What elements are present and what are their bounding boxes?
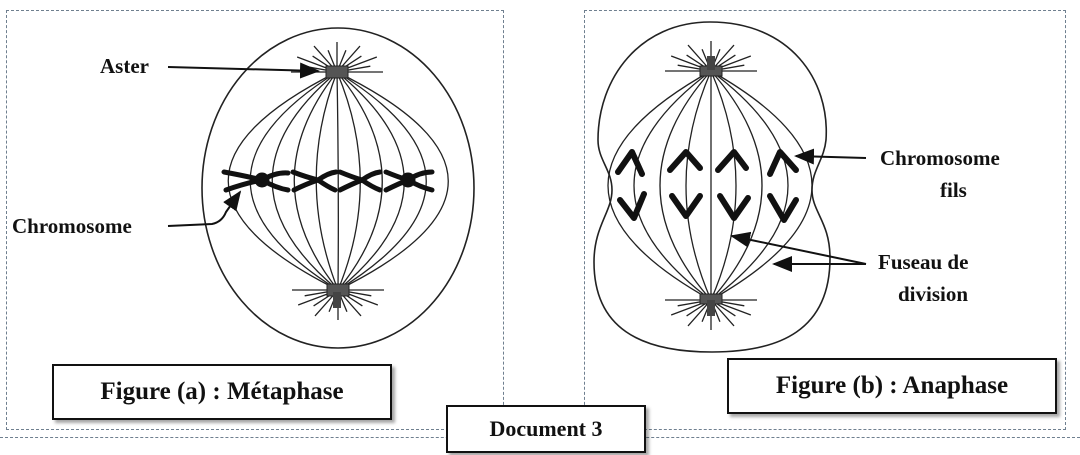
daughter-chromosome-top-4 (767, 149, 799, 177)
chromosome-x-2 (290, 169, 339, 193)
fuseau-label-line1: Fuseau de (878, 250, 969, 274)
chromosome-label: Chromosome (12, 214, 132, 238)
daughter-chromosome-bottom-4 (767, 193, 799, 223)
chromosome-x-1 (221, 169, 291, 193)
anaphase-centriole-top-icon (707, 56, 715, 70)
document-label: Document 3 (446, 405, 646, 453)
figure-b-frame (584, 10, 1066, 430)
daughter-chromosome-bottom-2 (669, 193, 703, 219)
fuseau-label-line2: division (898, 282, 969, 306)
daughter-chromosome-top-2 (667, 149, 703, 173)
daughter-chromosome-bottom-3 (717, 193, 751, 221)
metaphase-cell-membrane (201, 27, 475, 349)
chromosome-x-3 (337, 169, 383, 193)
chromosome-x-4 (383, 169, 435, 193)
anaphase-spindle-fibers (607, 70, 813, 301)
figure-a-caption: Figure (a) : Métaphase (52, 364, 392, 420)
chromosome-arrow (167, 190, 242, 227)
centrosome-top-icon (325, 65, 349, 79)
daughter-chromosome-top-3 (715, 149, 749, 173)
metaphase-cell (201, 27, 475, 349)
chromosome-fils-label-line1: Chromosome (880, 146, 1000, 170)
centriole-bottom-icon (333, 292, 341, 308)
chromosome-fils-label-line2: fils (940, 178, 967, 202)
daughter-chromosome-bottom-1 (617, 191, 647, 221)
metaphase-chromosomes (221, 169, 435, 193)
figure-b-caption: Figure (b) : Anaphase (727, 358, 1057, 414)
daughter-chromosomes (615, 149, 799, 223)
aster-arrow (167, 62, 320, 79)
daughter-chromosome-top-1 (615, 149, 645, 177)
fuseau-arrow-1 (730, 231, 867, 265)
anaphase-centriole-bottom-icon (707, 300, 715, 316)
anaphase-cell-membrane (593, 21, 831, 353)
aster-label: Aster (100, 54, 149, 78)
chromosome-fils-arrow (794, 148, 867, 165)
figure-a-frame (6, 10, 504, 430)
